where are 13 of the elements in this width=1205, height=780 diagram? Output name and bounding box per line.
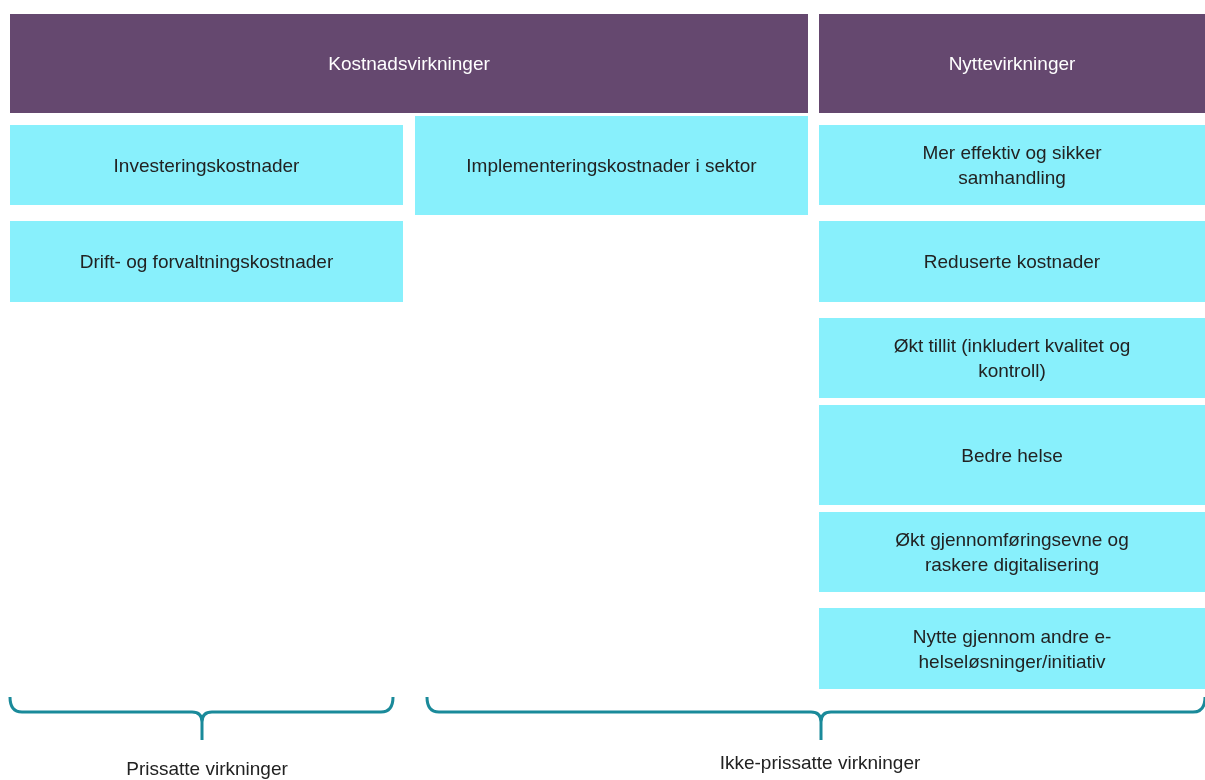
category-box: Bedre helse xyxy=(819,405,1205,505)
category-box: Nytte gjennom andre e-helseløsninger/initiativ xyxy=(819,608,1205,689)
category-box: Økt gjennomføringsevne og raskere digitalisering xyxy=(819,512,1205,592)
category-box: Mer effektiv og sikker samhandling xyxy=(819,125,1205,205)
category-box: Investeringskostnader xyxy=(10,125,403,205)
header-bar: Kostnadsvirkninger xyxy=(10,14,808,113)
header-bar: Nyttevirkninger xyxy=(819,14,1205,113)
category-box: Reduserte kostnader xyxy=(819,221,1205,302)
bracket-label: Ikke-prissatte virkninger xyxy=(719,752,921,774)
category-box: Implementeringskostnader i sektor xyxy=(415,116,808,215)
category-box: Drift- og forvaltningskostnader xyxy=(10,221,403,302)
category-box: Økt tillit (inkludert kvalitet og kontroll) xyxy=(819,318,1205,398)
bracket-label: Prissatte virkninger xyxy=(126,758,288,780)
